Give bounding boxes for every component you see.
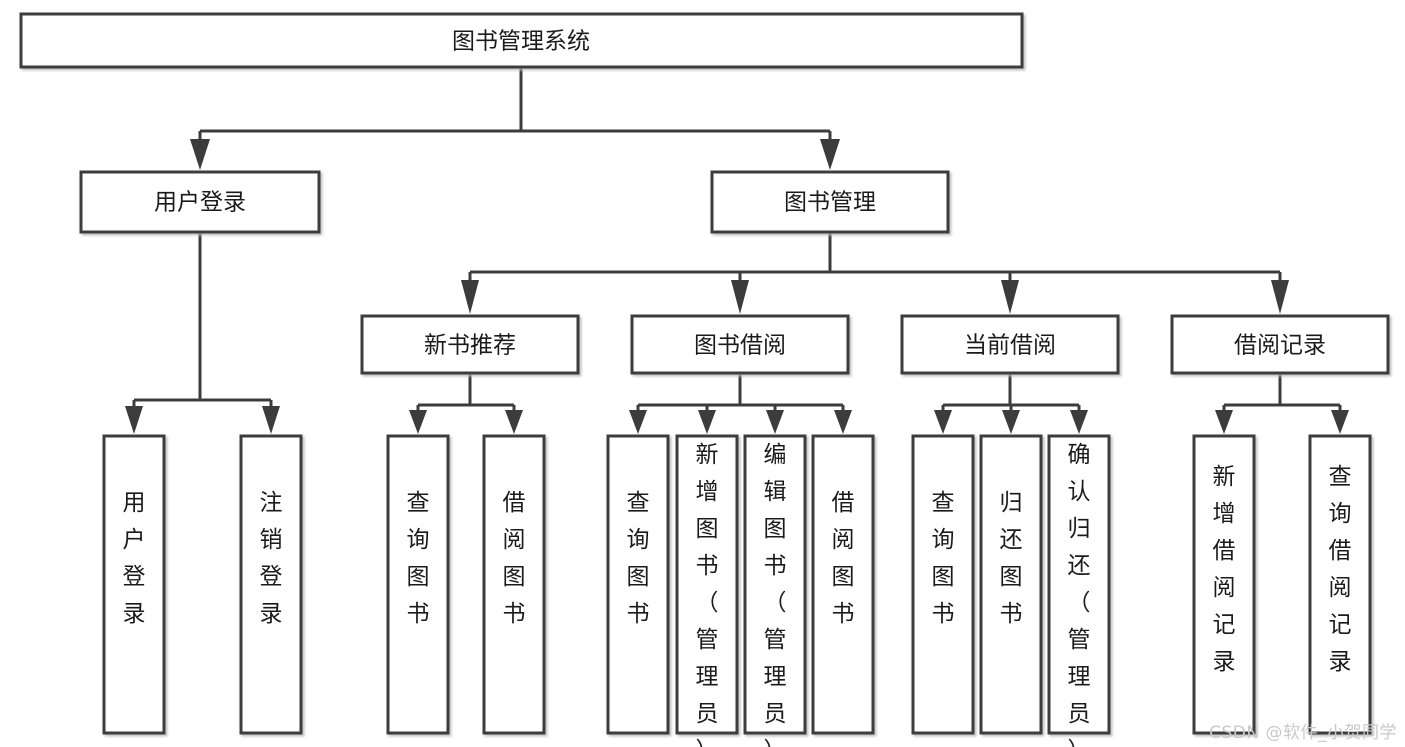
- node-new-book-recommend-box: [360, 314, 580, 375]
- leaf-node-return-book[interactable]: 归还图书: [979, 434, 1043, 735]
- leaf-node-confirm-return-admin-box: [1047, 434, 1111, 735]
- leaf-node-return-book-box: [979, 434, 1043, 735]
- arrow-head-currentborrow-leaf-2: [1002, 410, 1020, 434]
- leaf-node-query-book-newrec-label: 查询图书: [407, 490, 430, 627]
- node-root-box: [19, 12, 1024, 69]
- leaf-node-add-book-admin-label: 新增图书（管理员）: [696, 442, 719, 747]
- leaf-node-user-login-label: 用户登录: [123, 490, 146, 627]
- leaf-node-query-book-borrow-label: 查询图书: [627, 490, 650, 627]
- node-borrow-record[interactable]: 借阅记录: [1170, 314, 1390, 375]
- leaf-node-borrow-book-newrec[interactable]: 借阅图书: [482, 434, 546, 735]
- arrow-head-currentborrow-leaf-1: [934, 410, 952, 434]
- leaf-node-query-book-newrec[interactable]: 查询图书: [386, 434, 450, 735]
- node-book-management-box: [710, 170, 950, 234]
- leaf-node-query-book-current-box: [911, 434, 975, 735]
- node-new-book-recommend-label: 新书推荐: [424, 333, 516, 359]
- leaf-node-confirm-return-admin-label: 确认归还（管理员）: [1068, 442, 1091, 747]
- leaf-node-edit-book-admin-label: 编辑图书（管理员）: [764, 442, 787, 747]
- leaf-node-borrow-book-box: [811, 434, 875, 735]
- node-book-borrow[interactable]: 图书借阅: [630, 314, 850, 375]
- arrow-head-bookborrow-leaf-4: [834, 410, 852, 434]
- leaf-node-borrow-book-newrec-label: 借阅图书: [503, 490, 526, 627]
- leaf-node-add-book-admin[interactable]: 新增图书（管理员）: [675, 434, 739, 747]
- node-root-label: 图书管理系统: [452, 29, 590, 55]
- node-book-management-label: 图书管理: [784, 190, 876, 216]
- arrow-head-book-mgmt: [820, 139, 840, 170]
- node-user-login-box: [79, 170, 321, 234]
- arrow-head-bookborrow-leaf-3: [766, 410, 784, 434]
- arrow-head-bookborrow-leaf-2: [698, 410, 716, 434]
- leaf-node-layer: 用户登录 注销登录 查询图书 借阅图书 查询图书 新增图书（管理员） 编辑图书（…: [102, 434, 1372, 747]
- arrow-head-borrowrecord-leaf-2: [1331, 410, 1349, 434]
- arrow-head-current-borrow: [1001, 280, 1019, 314]
- leaf-node-logout-label: 注销登录: [260, 490, 283, 627]
- node-current-borrow-label: 当前借阅: [964, 333, 1056, 359]
- leaf-node-logout-box: [239, 434, 303, 735]
- arrow-head-book-borrow: [731, 280, 749, 314]
- leaf-node-add-borrow-record-label: 新增借阅记录: [1213, 464, 1236, 675]
- node-book-borrow-label: 图书借阅: [694, 333, 786, 359]
- leaf-node-query-borrow-record-label: 查询借阅记录: [1329, 464, 1352, 675]
- arrow-head-user-login: [190, 139, 210, 170]
- node-borrow-record-box: [1170, 314, 1390, 375]
- leaf-node-add-book-admin-box: [675, 434, 739, 735]
- leaf-node-query-book-newrec-box: [386, 434, 450, 735]
- node-user-login-label: 用户登录: [154, 190, 246, 216]
- leaf-node-query-book-borrow[interactable]: 查询图书: [606, 434, 670, 735]
- arrow-head-borrow-record: [1271, 280, 1289, 314]
- leaf-node-edit-book-admin[interactable]: 编辑图书（管理员）: [743, 434, 807, 747]
- leaf-node-query-book-borrow-box: [606, 434, 670, 735]
- leaf-node-borrow-book-label: 借阅图书: [832, 490, 855, 627]
- leaf-node-return-book-label: 归还图书: [1000, 490, 1023, 627]
- leaf-node-user-login-box: [102, 434, 166, 735]
- node-user-login[interactable]: 用户登录: [79, 170, 321, 234]
- leaf-node-logout[interactable]: 注销登录: [239, 434, 303, 735]
- node-root-system[interactable]: 图书管理系统: [19, 12, 1024, 69]
- arrow-head-leaf-logout: [262, 406, 280, 434]
- arrow-head-newbook-leaf-2: [505, 410, 523, 434]
- leaf-node-query-book-current[interactable]: 查询图书: [911, 434, 975, 735]
- leaf-node-edit-book-admin-box: [743, 434, 807, 735]
- leaf-node-confirm-return-admin[interactable]: 确认归还（管理员）: [1047, 434, 1111, 747]
- leaf-node-add-borrow-record-box: [1192, 434, 1256, 735]
- arrow-head-borrowrecord-leaf-1: [1215, 410, 1233, 434]
- leaf-node-query-borrow-record[interactable]: 查询借阅记录: [1308, 434, 1372, 735]
- csdn-watermark: CSDN @软件_小贺同学: [1209, 723, 1397, 743]
- leaf-node-query-borrow-record-box: [1308, 434, 1372, 735]
- leaf-node-borrow-book-newrec-box: [482, 434, 546, 735]
- leaf-node-add-borrow-record[interactable]: 新增借阅记录: [1192, 434, 1256, 735]
- node-borrow-record-label: 借阅记录: [1234, 333, 1326, 359]
- connector-layer: [125, 67, 1349, 434]
- leaf-node-user-login[interactable]: 用户登录: [102, 434, 166, 735]
- arrow-head-newbook-leaf-1: [409, 410, 427, 434]
- node-current-borrow-box: [900, 314, 1120, 375]
- leaf-node-query-book-current-label: 查询图书: [932, 490, 955, 627]
- node-new-book-recommend[interactable]: 新书推荐: [360, 314, 580, 375]
- arrow-head-currentborrow-leaf-3: [1070, 410, 1088, 434]
- arrow-head-leaf-user-login: [125, 406, 143, 434]
- arrow-head-new-book-rec: [461, 280, 479, 314]
- leaf-node-borrow-book[interactable]: 借阅图书: [811, 434, 875, 735]
- node-current-borrow[interactable]: 当前借阅: [900, 314, 1120, 375]
- node-book-management[interactable]: 图书管理: [710, 170, 950, 234]
- arrow-head-bookborrow-leaf-1: [629, 410, 647, 434]
- node-book-borrow-box: [630, 314, 850, 375]
